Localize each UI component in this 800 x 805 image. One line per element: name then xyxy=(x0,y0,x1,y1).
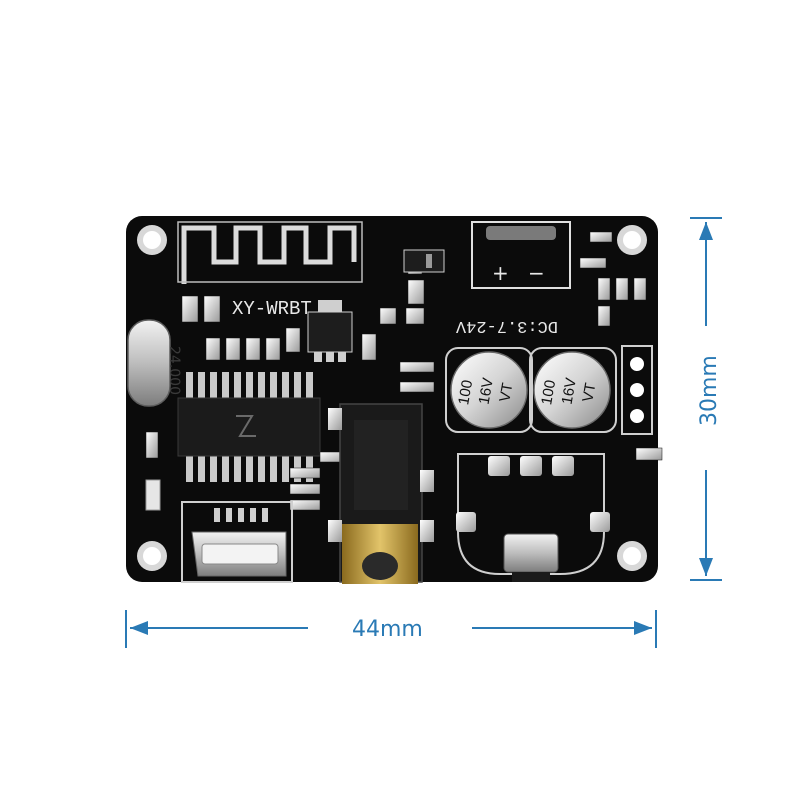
width-label: 44mm xyxy=(352,617,423,642)
mounting-hole-top-left xyxy=(137,225,167,255)
power-label: DC:3.7-24V xyxy=(455,316,558,335)
ir-receiver xyxy=(503,533,559,582)
width-dimension: 44mm xyxy=(125,610,657,648)
height-label: 30mm xyxy=(697,355,722,426)
power-terminal: + − xyxy=(471,221,571,289)
diode xyxy=(403,249,445,273)
status-led xyxy=(145,479,161,511)
voltage-regulator xyxy=(307,300,353,362)
antenna-trace xyxy=(177,221,363,284)
plus-marker: + xyxy=(492,261,509,285)
bluetooth-chip xyxy=(177,372,321,482)
capacitor-left-series: VT xyxy=(496,382,516,404)
mounting-hole-bottom-right xyxy=(617,541,647,571)
capacitor-right: 100 16V VT xyxy=(529,347,617,433)
micro-usb-port xyxy=(181,501,293,583)
capacitor-left-voltage: 16V xyxy=(476,377,497,406)
board-label: XY-WRBT xyxy=(232,298,312,320)
pcb-board xyxy=(126,216,658,582)
capacitor-right-value: 100 xyxy=(538,379,559,407)
height-dimension: 30mm xyxy=(690,217,722,581)
amplifier-area xyxy=(456,453,610,575)
crystal-label: 24.000 xyxy=(166,346,182,395)
capacitor-left-value: 100 xyxy=(455,379,476,407)
crystal-oscillator: 24.000 xyxy=(127,319,182,407)
mounting-hole-top-right xyxy=(617,225,647,255)
mounting-hole-bottom-left xyxy=(137,541,167,571)
pin-header xyxy=(621,345,653,435)
audio-jack xyxy=(328,403,434,584)
capacitor-right-voltage: 16V xyxy=(559,377,580,406)
minus-marker: − xyxy=(528,261,545,285)
capacitor-left: 100 16V VT xyxy=(445,347,533,433)
capacitor-right-series: VT xyxy=(579,382,599,404)
